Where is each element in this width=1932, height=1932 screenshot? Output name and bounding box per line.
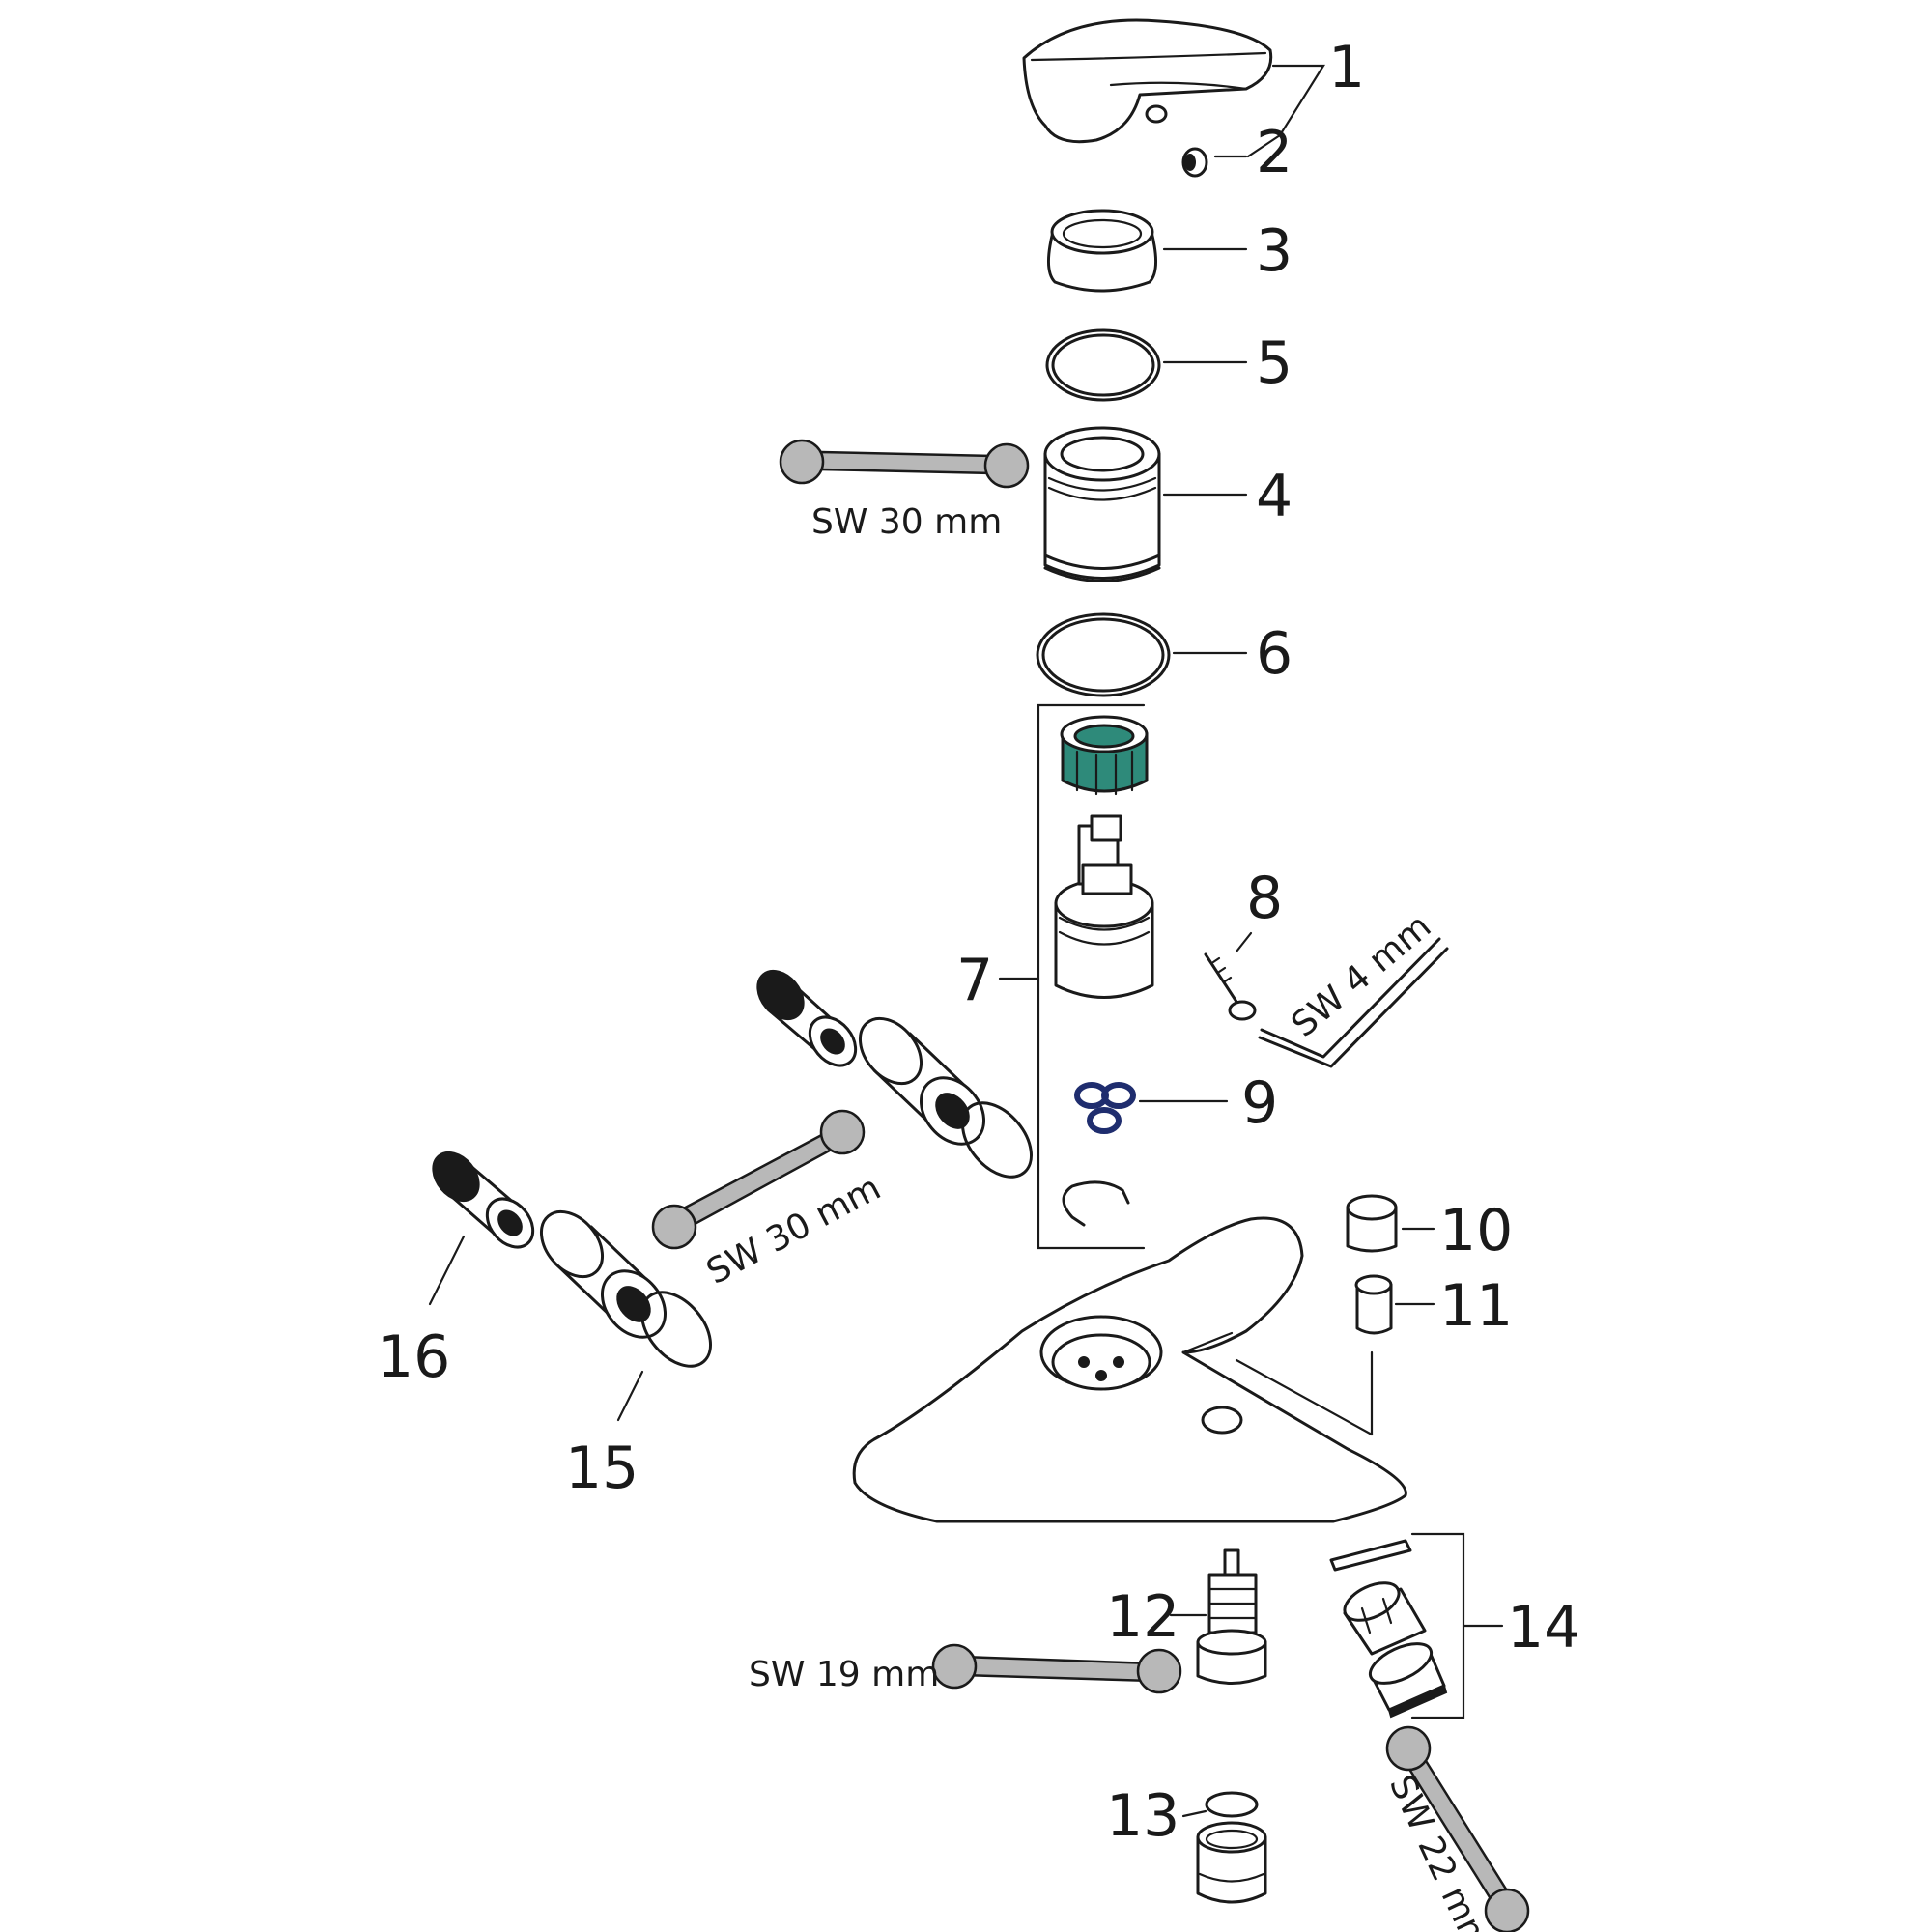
threaded-sleeve-part <box>1043 426 1161 582</box>
cartridge-retaining-ring <box>1060 715 1149 796</box>
o-ring-part-6 <box>1036 612 1171 697</box>
aerator-washer <box>1329 1539 1412 1572</box>
cartridge-group-bracket <box>1037 703 1146 1250</box>
retaining-clip <box>1062 1180 1130 1227</box>
callout-11: 11 <box>1439 1272 1513 1340</box>
o-ring-part-13 <box>1205 1791 1259 1818</box>
leader-lines <box>428 64 1435 1818</box>
aerator-insert <box>1343 1581 1427 1656</box>
o-ring-upper <box>961 1101 1033 1179</box>
callout-7: 7 <box>956 947 993 1014</box>
diverter-valve-part <box>1196 1548 1267 1685</box>
callout-9: 9 <box>1241 1069 1278 1137</box>
eccentric-union-lower <box>539 1209 668 1339</box>
label-allen-key: SW 4 mm <box>1284 906 1438 1044</box>
mixer-cartridge <box>1054 814 1154 999</box>
callout-14: 14 <box>1507 1594 1580 1662</box>
callout-16: 16 <box>377 1323 450 1391</box>
callout-12: 12 <box>1106 1583 1179 1651</box>
screw-part-8 <box>1204 952 1257 1021</box>
o-ring-part-5 <box>1045 328 1161 402</box>
callout-10: 10 <box>1439 1197 1513 1264</box>
adapter-part-13 <box>1196 1821 1267 1904</box>
callout-8: 8 <box>1246 865 1283 932</box>
wrench-left <box>651 1109 866 1250</box>
wrench-top <box>779 439 1030 489</box>
handle-lever-part <box>1022 18 1273 144</box>
callout-1: 1 <box>1328 34 1365 101</box>
mixer-body <box>852 1216 1407 1523</box>
callout-3: 3 <box>1256 217 1293 285</box>
cartridge-seals <box>1074 1082 1136 1134</box>
wrench-aerator <box>1385 1725 1530 1932</box>
cover-cap-part <box>1047 209 1157 293</box>
eccentric-union-upper <box>858 1016 986 1146</box>
o-ring-part-15 <box>640 1291 712 1368</box>
callout-2: 2 <box>1256 119 1293 186</box>
callout-13: 13 <box>1106 1782 1179 1850</box>
allen-key <box>1258 937 1449 1068</box>
callout-6: 6 <box>1256 620 1293 688</box>
callout-15: 15 <box>565 1435 639 1502</box>
label-wrench-spout: SW 19 mm <box>749 1655 939 1694</box>
label-wrench-top: SW 30 mm <box>811 502 1002 542</box>
callout-5: 5 <box>1256 329 1293 397</box>
aerator-housing <box>1368 1642 1448 1719</box>
connector-fitting-upper <box>756 969 858 1067</box>
wrench-spout <box>931 1643 1182 1694</box>
cap-part-10 <box>1346 1194 1398 1253</box>
pin-part-11 <box>1354 1274 1393 1335</box>
connector-fitting-lower <box>432 1151 535 1249</box>
set-screw-part <box>1181 147 1208 178</box>
callout-4: 4 <box>1256 463 1293 530</box>
